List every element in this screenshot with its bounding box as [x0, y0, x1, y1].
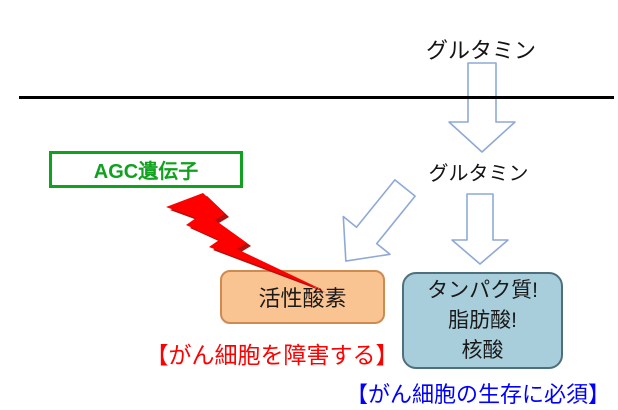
diagonal-arrow-icon — [342, 179, 416, 262]
nutrients-line-nucleic-acid: 核酸 — [461, 338, 504, 362]
nutrients-box: タンパク質! 脂肪酸! 核酸 — [402, 272, 563, 369]
down-arrow-icon-mid — [451, 193, 509, 265]
caption-survival: 【がん細胞の生存に必須】 — [345, 382, 610, 407]
ros-label: 活性酸素 — [258, 286, 347, 311]
caption-damage: 【がん細胞を障害する】 — [145, 342, 399, 368]
ros-box: 活性酸素 — [220, 270, 385, 324]
nutrients-line-protein: タンパク質! — [427, 278, 538, 302]
glutamine-label-mid: グルタミン — [428, 163, 529, 185]
lightning-bolt-icon — [166, 193, 327, 293]
agc-gene-box: AGC遺伝子 — [49, 151, 243, 188]
glutamine-label-top: グルタミン — [425, 38, 536, 63]
agc-gene-label: AGC遺伝子 — [93, 161, 199, 183]
nutrients-line-fatty-acid: 脂肪酸! — [448, 308, 517, 332]
membrane-line — [19, 96, 614, 99]
down-arrow-icon-top — [448, 62, 516, 153]
